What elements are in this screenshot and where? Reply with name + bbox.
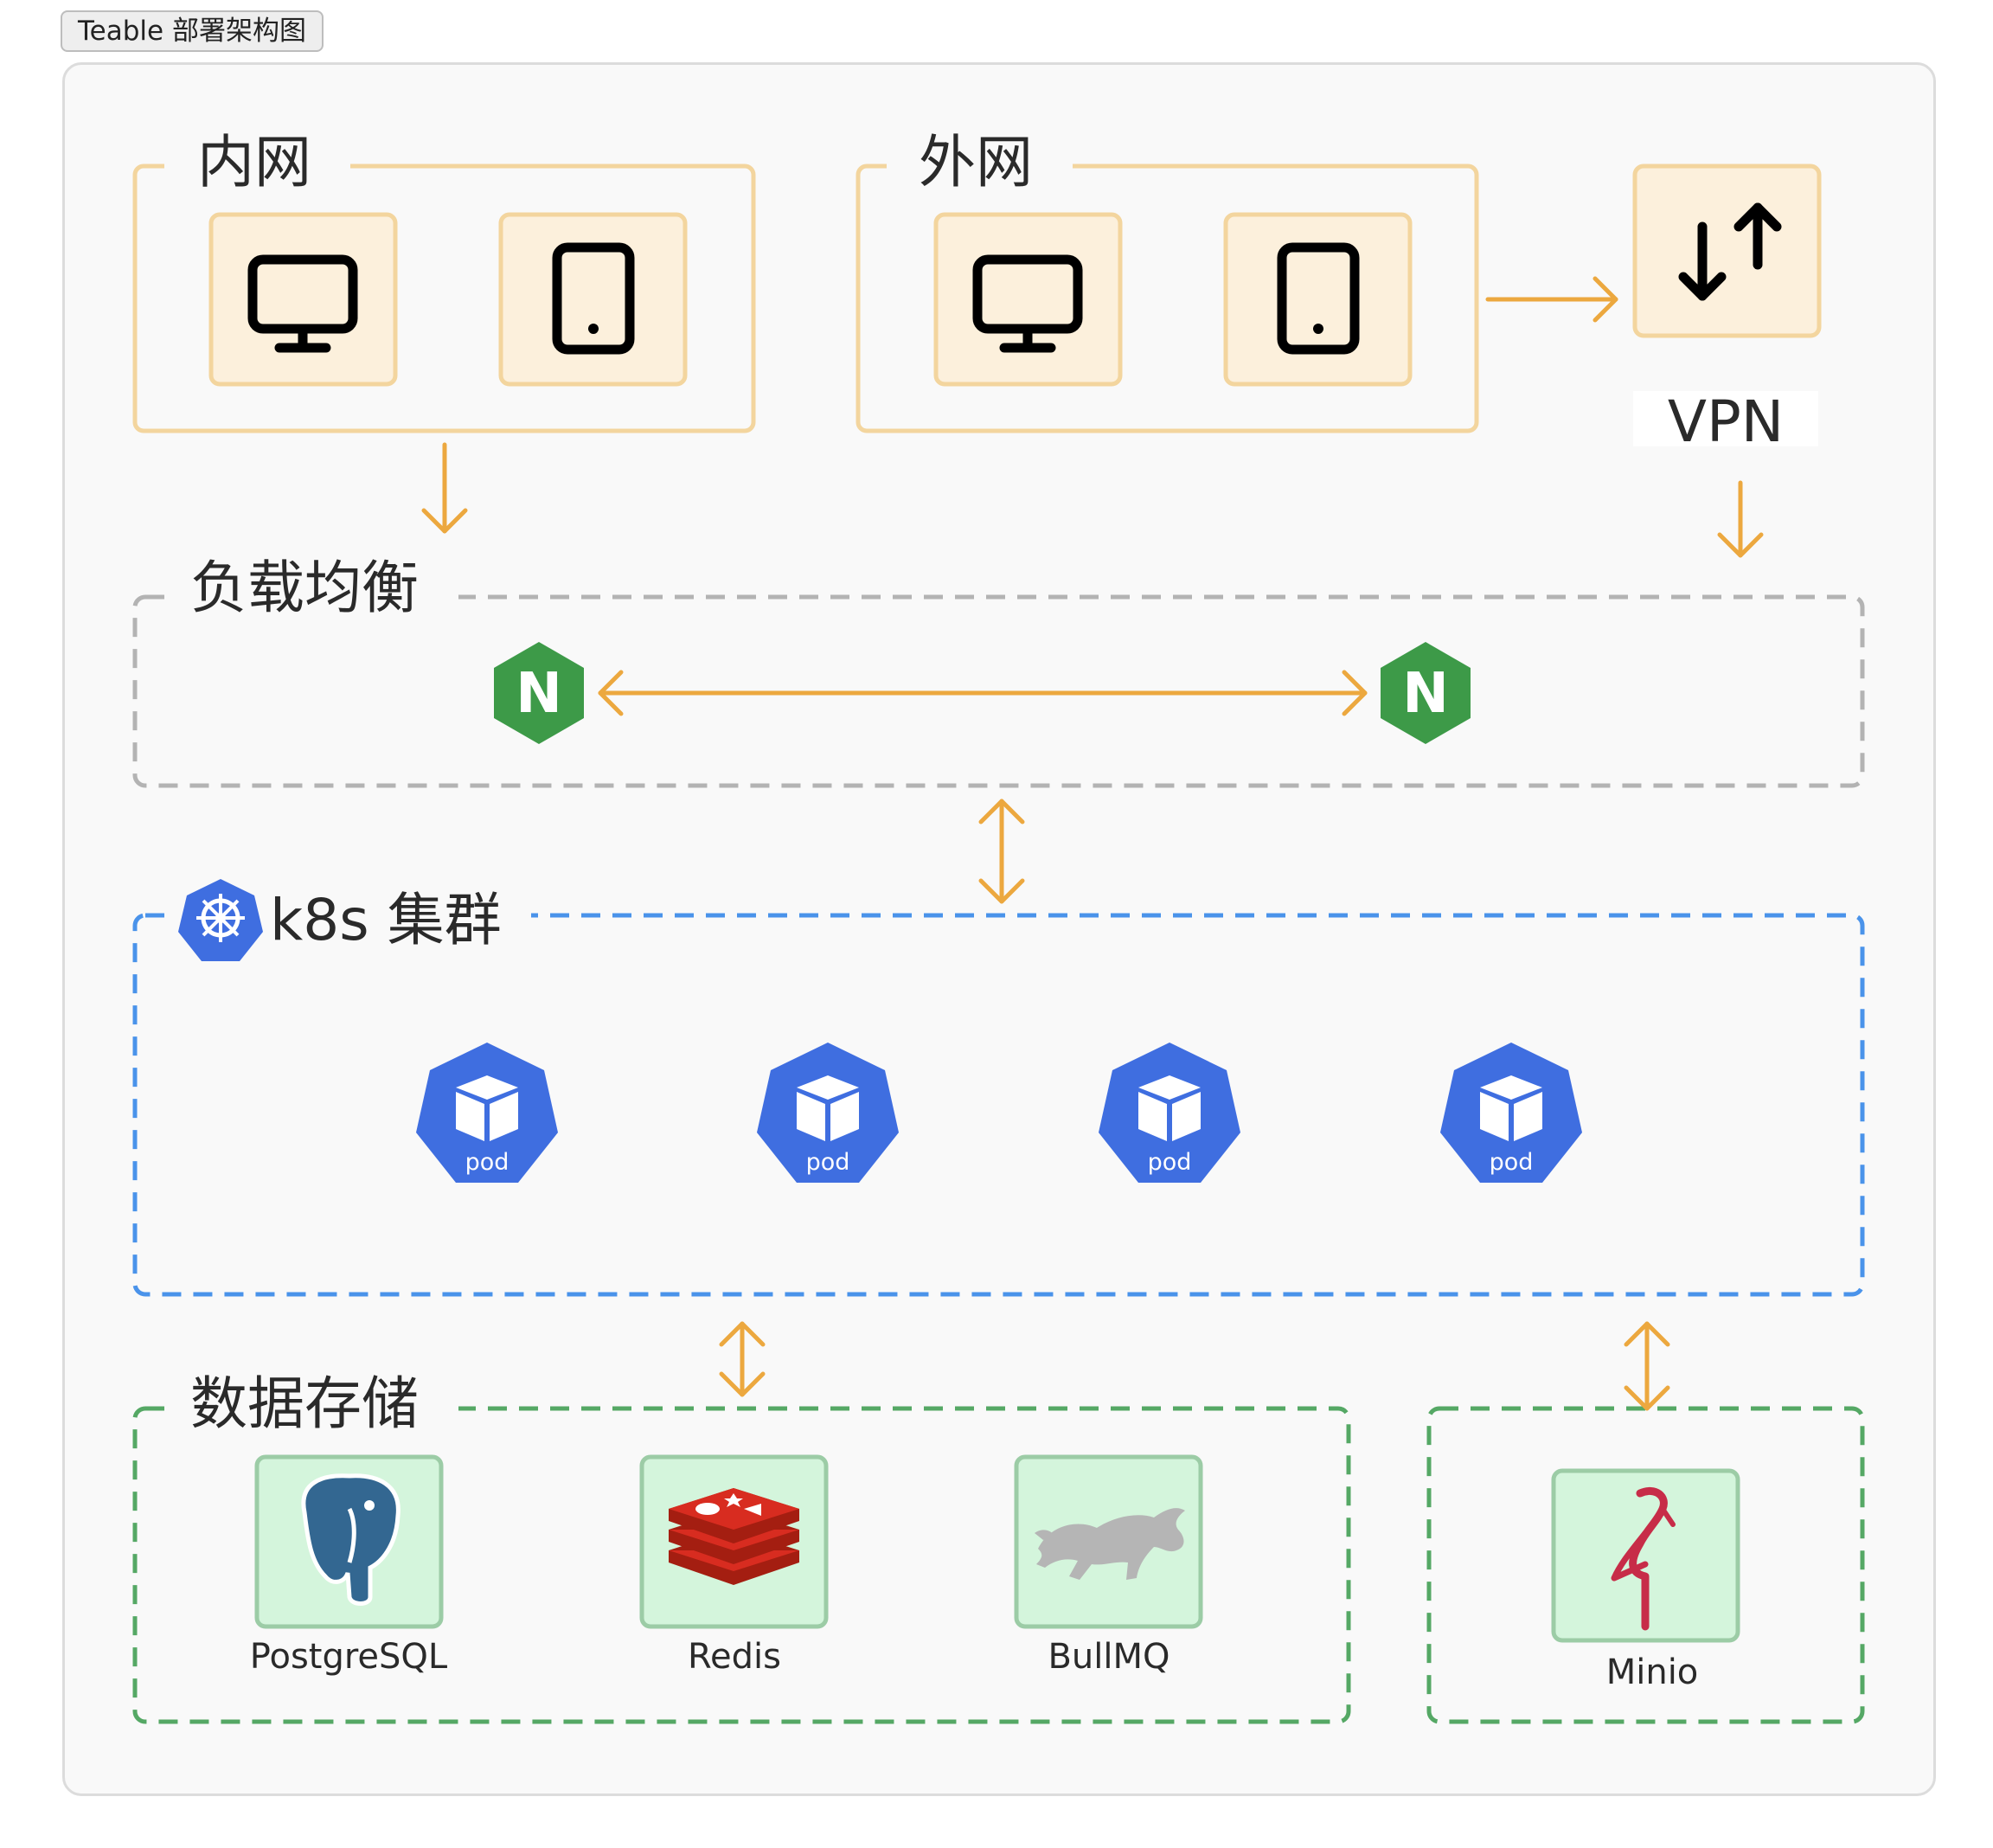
nginx-letter: N bbox=[1402, 662, 1449, 726]
intranet-group: 内网 bbox=[132, 129, 756, 433]
redis-label: Redis bbox=[688, 1637, 781, 1677]
nginx-letter: N bbox=[516, 662, 562, 726]
arrow-k8s-data-storage bbox=[719, 1321, 766, 1397]
bullmq-label: BullMQ bbox=[1048, 1637, 1170, 1677]
load-balancer-group: 负载均衡 N N bbox=[132, 554, 1865, 788]
arrow-internet-to-vpn bbox=[1485, 276, 1618, 323]
bull-icon bbox=[1035, 1508, 1185, 1580]
postgresql-label: PostgreSQL bbox=[250, 1637, 448, 1677]
object-storage-group: Minio bbox=[1426, 1406, 1865, 1724]
pod-node-2: pod bbox=[757, 1043, 899, 1183]
diagram-tab-title[interactable]: Teable 部署架构图 bbox=[61, 10, 324, 52]
pod-label: pod bbox=[465, 1149, 509, 1176]
intranet-desktop-client bbox=[208, 212, 398, 387]
minio-flamingo-icon bbox=[1611, 1486, 1676, 1631]
intranet-mobile-client bbox=[498, 212, 688, 387]
arrow-k8s-object-storage bbox=[1624, 1321, 1670, 1411]
nginx-node-left: N bbox=[494, 642, 584, 744]
nginx-icon bbox=[1381, 642, 1471, 744]
k8s-cluster-label: k8s 集群 bbox=[270, 887, 502, 953]
internet-group: 外网 bbox=[856, 129, 1479, 433]
pod-node-3: pod bbox=[1099, 1043, 1240, 1183]
postgresql-elephant-icon bbox=[301, 1473, 401, 1606]
vpn-label: VPN bbox=[1668, 388, 1784, 455]
minio-node: Minio bbox=[1551, 1468, 1740, 1692]
k8s-cluster-group: k8s 集群 pod pod pod pod bbox=[132, 874, 1865, 1297]
internet-label: 外网 bbox=[919, 129, 1033, 196]
redis-node: Redis bbox=[639, 1454, 829, 1677]
intranet-label: 内网 bbox=[197, 129, 311, 196]
kubernetes-icon bbox=[178, 879, 263, 961]
load-balancer-label: 负载均衡 bbox=[190, 555, 419, 621]
minio-label: Minio bbox=[1606, 1652, 1699, 1692]
arrow-intranet-to-load-balancer bbox=[421, 442, 468, 534]
internet-desktop-client bbox=[933, 212, 1123, 387]
pod-label: pod bbox=[1490, 1149, 1534, 1176]
pod-node-1: pod bbox=[416, 1043, 558, 1183]
arrow-load-balancer-k8s bbox=[978, 799, 1025, 904]
vpn-node: VPN bbox=[1632, 164, 1822, 455]
nginx-icon bbox=[494, 642, 584, 744]
pod-label: pod bbox=[1148, 1149, 1192, 1176]
data-storage-group: 数据存储 PostgreSQL Redis bbox=[132, 1365, 1351, 1724]
nginx-node-right: N bbox=[1381, 642, 1471, 744]
postgresql-node: PostgreSQL bbox=[250, 1454, 448, 1677]
redis-icon bbox=[669, 1488, 799, 1585]
arrow-nginx-bidirectional bbox=[598, 670, 1368, 716]
up-down-arrows-icon bbox=[1678, 202, 1782, 301]
data-storage-label: 数据存储 bbox=[190, 1370, 419, 1437]
arrow-vpn-to-load-balancer bbox=[1717, 480, 1764, 558]
internet-mobile-client bbox=[1223, 212, 1413, 387]
bullmq-node: BullMQ bbox=[1014, 1454, 1203, 1677]
pod-node-4: pod bbox=[1440, 1043, 1582, 1183]
pod-label: pod bbox=[806, 1149, 850, 1176]
